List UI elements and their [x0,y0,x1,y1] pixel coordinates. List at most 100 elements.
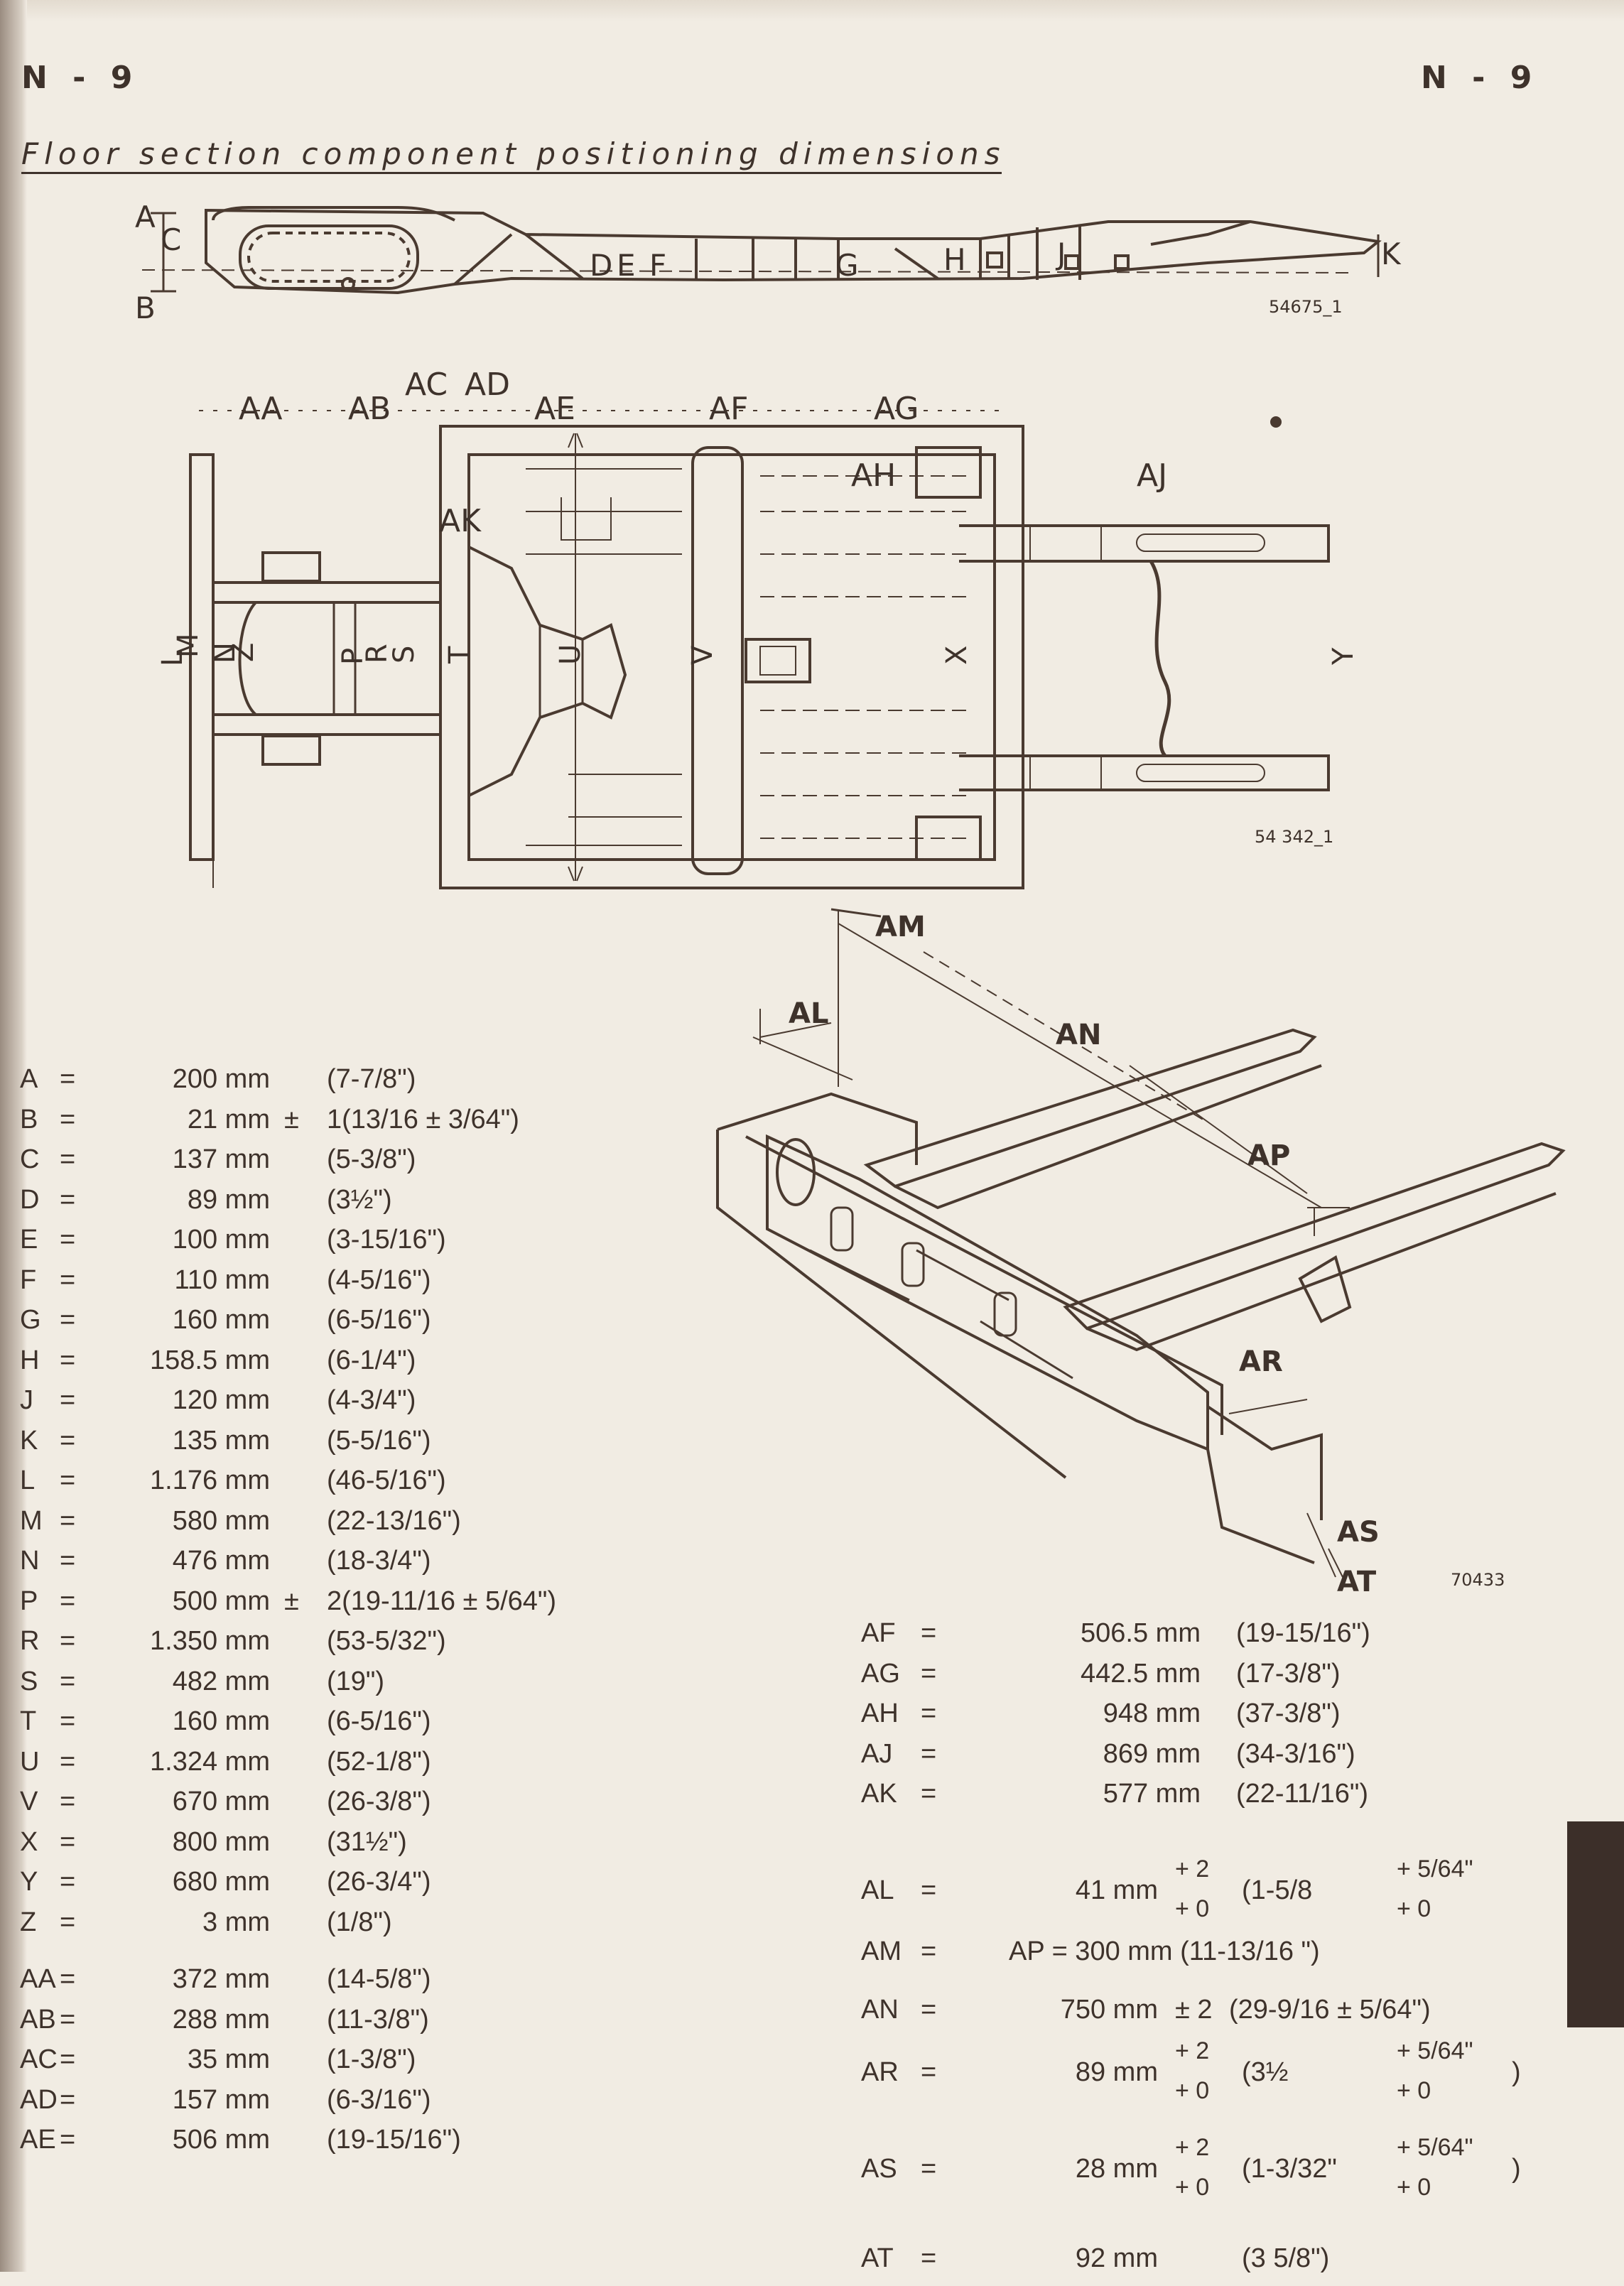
dimension-mm: 750 mm [1060,1995,1158,2025]
side-label-h: H [943,242,966,277]
dimension-inch: (17-3/8") [1236,1658,1341,1689]
equals-sign: = [60,1666,76,1696]
dimension-key: AG [861,1658,900,1689]
dimension-key: AL [861,1875,894,1905]
dimension-mm: 680 mm [172,1867,270,1897]
dimension-row: AC=35 mm(1-3/8") [0,2044,710,2080]
dimension-inch: (18-3/4") [327,1546,431,1576]
dimension-row: AK=577 mm(22-11/16") [0,1779,1368,1814]
dimension-inch: (1-3/32" [1242,2154,1337,2184]
persp-ref: 70433 [1451,1570,1505,1590]
equals-sign: = [60,1787,76,1816]
plan-label-t: T [443,646,476,664]
dimension-key: AH [861,1699,899,1728]
dimension-mm: 89 mm [187,1184,270,1215]
dimension-inch: (3½") [327,1184,392,1215]
equals-sign: = [60,1466,76,1495]
equals-sign: = [921,1738,937,1769]
dimension-inch: (1-5/8 [1242,1875,1313,1905]
dimension-inch: (5-3/8") [327,1144,416,1174]
plan-ref: 54 342_1 [1255,827,1333,847]
dimension-key: U [20,1746,40,1777]
plan-label-z: Z [227,643,260,662]
dimension-mm: 1.324 mm [150,1746,270,1777]
dimension-mm: 157 mm [172,2084,270,2115]
dimension-inch: (6-5/16") [327,1706,431,1736]
dimension-key: J [20,1385,33,1415]
dimension-row: L=1.176 mm(46-5/16") [0,1466,710,1501]
dimension-key: N [20,1546,40,1576]
plan-label-ak: AK [439,503,482,539]
equals-sign: = [921,1875,937,1905]
dimension-mm: 120 mm [172,1385,270,1415]
dimension-inch: (4-5/16") [327,1264,431,1295]
equals-sign: = [921,1936,937,1966]
equals-sign: = [921,2057,937,2087]
dimension-inch: (53-5/32") [327,1626,446,1656]
inch-tolerance-lower: + 0 [1397,1895,1431,1922]
dimension-row: AG=442.5 mm(17-3/8") [0,1659,1341,1694]
dimension-key: AK [861,1779,897,1809]
dimension-mm: 158.5 mm [150,1345,270,1375]
dimension-inch: (6-1/4") [327,1345,416,1375]
equals-sign: = [60,2125,76,2155]
persp-label-al: AL [789,997,828,1030]
binding-edge [0,0,27,2272]
dimension-key: T [20,1706,37,1736]
tolerance-sign: ± [284,1586,299,1616]
dimension-key: V [20,1787,38,1816]
plan-label-aa: AA [239,391,282,427]
dimension-mm: 869 mm [1103,1738,1201,1769]
dimension-mm: 476 mm [172,1546,270,1576]
dimension-key: AS [861,2154,897,2184]
dimension-row: J=120 mm(4-3/4") [0,1385,710,1421]
equals-sign: = [921,1699,937,1728]
dimension-inch: (4-3/4") [327,1385,416,1415]
dimension-mm: 800 mm [172,1826,270,1857]
mm-tolerance-upper: + 2 [1175,2037,1210,2064]
closing-paren: ) [1512,2057,1521,2087]
section-title: Floor section component positioning dime… [21,136,1006,171]
dimension-key: M [20,1505,43,1536]
side-label-g: G [835,248,859,283]
dimension-key: X [20,1826,38,1857]
dimension-inch: (1-3/8") [327,2044,416,2074]
dimension-inch: (26-3/4") [327,1867,431,1897]
dimension-key: Y [20,1867,38,1897]
plan-label-ac: AC [405,367,448,403]
equals-sign: = [60,1104,76,1134]
dimension-mm: 28 mm [1075,2154,1158,2184]
side-label-k: K [1381,237,1402,271]
dimension-mm: 35 mm [187,2044,270,2074]
dimension-row: AD=157 mm(6-3/16") [0,2085,710,2120]
dimension-mm: 89 mm [1075,2057,1158,2087]
dimension-key: H [20,1345,40,1375]
dimension-inch: (26-3/8") [327,1787,431,1816]
dimension-mm: 500 mm [172,1586,270,1616]
dimension-inch: (22-13/16") [327,1505,461,1536]
inch-tolerance-lower: + 0 [1397,2077,1431,2104]
equals-sign: = [60,2004,76,2035]
dimension-row: A=200 mm(7-7/8") [0,1064,710,1100]
dimension-row: C=137 mm(5-3/8") [0,1144,710,1180]
dimension-key: B [20,1104,38,1134]
dimension-mm: 110 mm [174,1264,270,1295]
dimension-key: AB [20,2004,56,2035]
dimension-mm: 135 mm [172,1425,270,1456]
side-label-d: D [590,248,612,283]
equals-sign: = [60,1746,76,1777]
side-label-c: C [161,222,181,257]
equals-sign: = [921,2154,937,2184]
persp-label-am: AM [875,911,926,943]
dimension-key: AJ [861,1738,893,1769]
dimension-inch: (31½") [327,1826,407,1857]
dimension-inch: (52-1/8") [327,1746,431,1777]
dimension-row: M=580 mm(22-13/16") [0,1506,710,1542]
dimension-row: K=135 mm(5-5/16") [0,1426,710,1461]
dimension-inch: (3 5/8") [1242,2243,1330,2273]
mm-tolerance: ± 2 [1175,1995,1213,2025]
dimension-mm: 3 mm [202,1907,270,1937]
dimension-mm: 372 mm [172,1964,270,1994]
inch-tolerance-upper: + 5/64" [1397,2037,1473,2064]
